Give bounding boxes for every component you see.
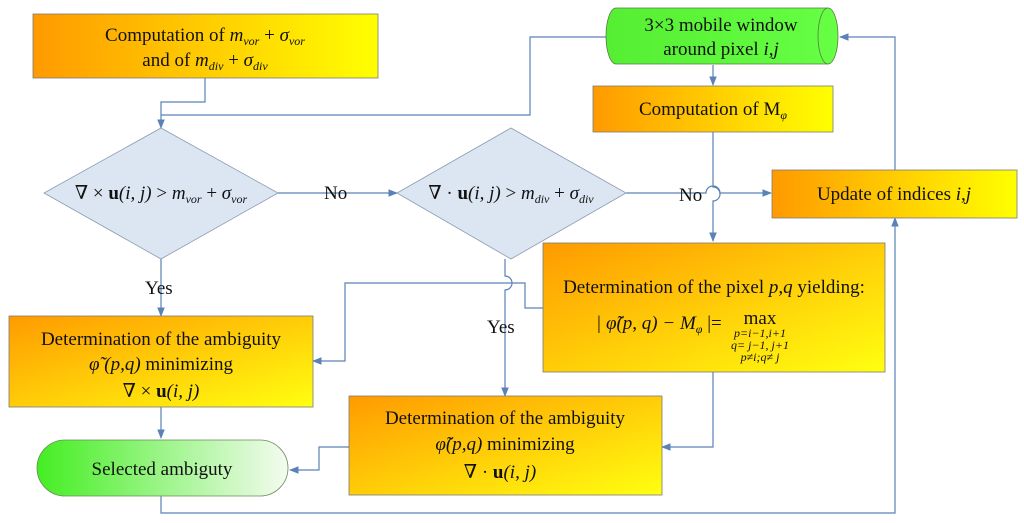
- node-update-indices: Update of indices i,j: [771, 169, 1018, 219]
- edge-label-yes-2: Yes: [487, 317, 515, 338]
- svg-text:p=i−1,i+1: p=i−1,i+1: [733, 326, 786, 340]
- node-selected-ambiguity: Selected ambiguty: [36, 439, 289, 497]
- edge-window-to-curl: [161, 36, 608, 116]
- edge-label-yes-1: Yes: [145, 278, 173, 299]
- node-determination-ambiguity-div: Determination of the ambiguity φ̃(p,q) m…: [348, 395, 663, 496]
- svg-text:∇ · u(i, j): ∇ · u(i, j): [464, 462, 536, 483]
- node-computation-stats: Computation of mvor + σvor and of mdiv +…: [32, 13, 379, 79]
- edge-ambdiv-to-selected: [289, 446, 349, 474]
- node-determination-ambiguity-curl: Determination of the ambiguity φ̃ (p,q) …: [8, 315, 314, 408]
- node-determination-pixel: Determination of the pixel p,q yielding:…: [542, 242, 886, 373]
- svg-text:φ̃(p,q) minimizing: φ̃(p,q) minimizing: [435, 434, 575, 455]
- svg-text:3×3 mobile window: 3×3 mobile window: [644, 15, 797, 36]
- node-curl-test: ∇ × u(i, j) > mvor + σvor: [43, 127, 279, 260]
- node-mobile-window: 3×3 mobile window around pixel i,j: [605, 7, 839, 65]
- edge-label-no-1: No: [324, 183, 347, 204]
- svg-text:φ̃ (p,q) minimizing: φ̃ (p,q) minimizing: [89, 354, 234, 375]
- edge-detpixel-to-ambcurl: [312, 282, 543, 365]
- svg-text:p≠i;q≠ j: p≠i;q≠ j: [740, 350, 781, 364]
- edges: [157, 33, 899, 514]
- svg-text:q= j−1, j+1: q= j−1, j+1: [731, 338, 789, 352]
- edge-compM-to-detpixel: [709, 132, 721, 242]
- edge-update-to-window: [839, 33, 896, 170]
- edge-detpixel-to-ambdiv: [661, 372, 714, 451]
- svg-text:Update of indices i,j: Update of indices i,j: [817, 184, 971, 205]
- node-computation-M: Computation of Mφ: [592, 85, 834, 133]
- edge-div-to-update: [626, 185, 772, 197]
- svg-text:∇ × u(i, j): ∇ × u(i, j): [123, 381, 200, 402]
- svg-text:Computation of Mφ: Computation of Mφ: [639, 99, 787, 122]
- svg-text:Determination of the ambiguity: Determination of the ambiguity: [41, 329, 282, 350]
- svg-text:Determination of the pixel p,q: Determination of the pixel p,q yielding:: [563, 277, 865, 298]
- svg-text:∇ · u(i, j) > mdiv + σdiv: ∇ · u(i, j) > mdiv + σdiv: [428, 183, 594, 206]
- edge-stats-to-curl: [157, 78, 206, 129]
- svg-text:Selected ambiguty: Selected ambiguty: [92, 459, 233, 480]
- edge-label-no-2: No: [679, 185, 702, 206]
- svg-text:and of mdiv + σdiv: and of mdiv + σdiv: [142, 50, 268, 73]
- svg-text:around pixel i,j: around pixel i,j: [663, 39, 779, 60]
- node-div-test: ∇ · u(i, j) > mdiv + σdiv: [396, 127, 627, 260]
- svg-text:Determination of the ambiguity: Determination of the ambiguity: [385, 408, 626, 429]
- svg-text:∇ × u(i, j) > mvor + σvor: ∇ × u(i, j) > mvor + σvor: [75, 183, 248, 206]
- edge-selected-to-update: [160, 217, 899, 514]
- svg-text:Computation of mvor + σvor: Computation of mvor + σvor: [105, 25, 305, 48]
- svg-text:| φ̃(p, q) − Mφ |=: | φ̃(p, q) − Mφ |=: [596, 313, 722, 336]
- svg-text:max: max: [744, 308, 777, 329]
